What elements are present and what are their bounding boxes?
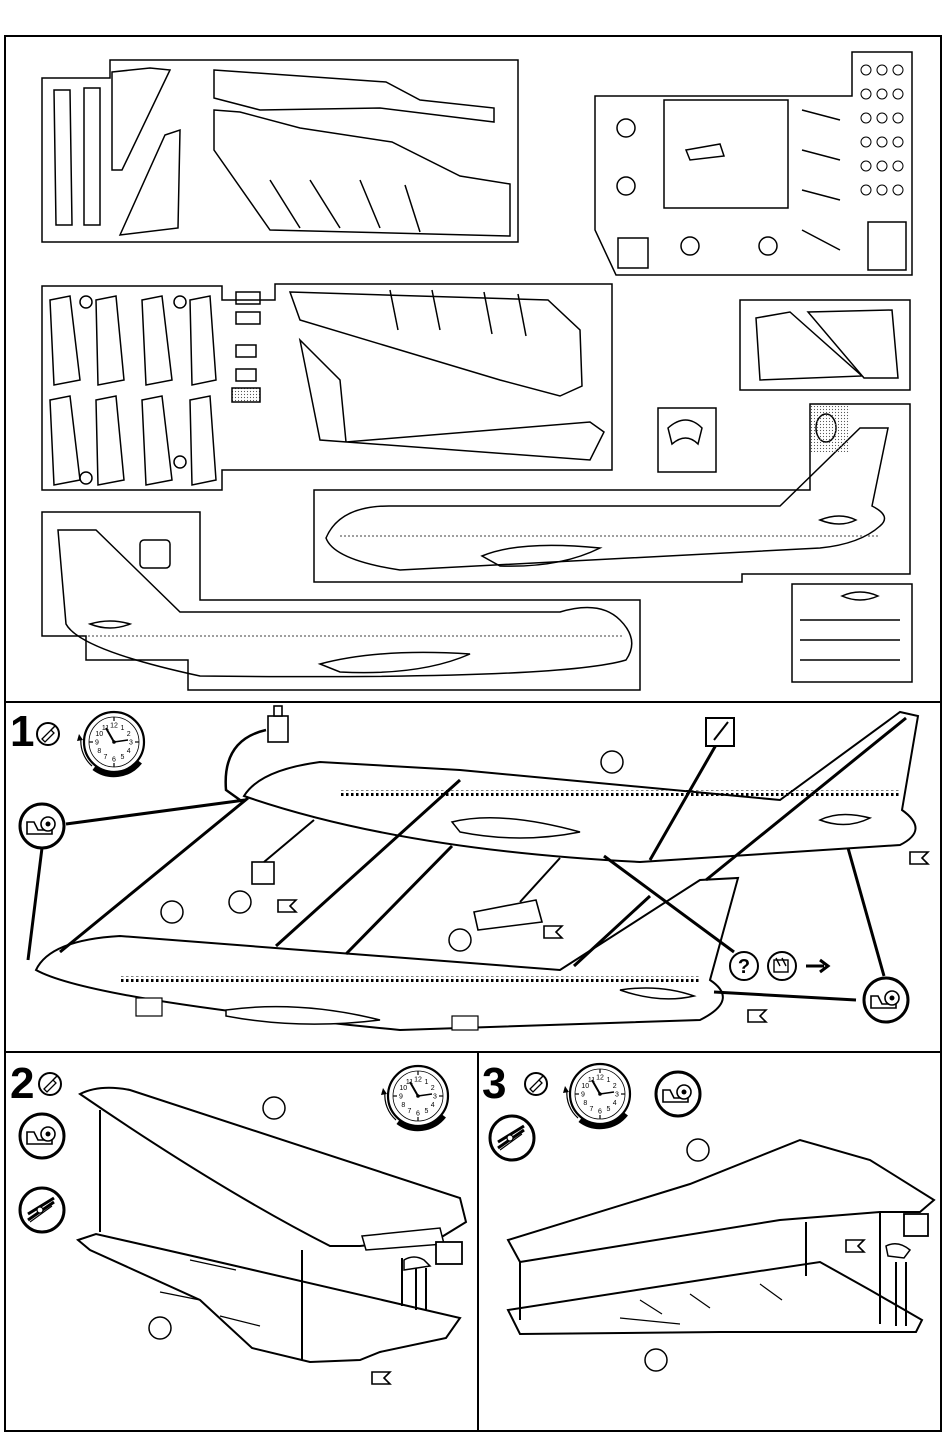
sprue-fuselage-left — [42, 512, 640, 690]
clock-numeral: 6 — [112, 757, 116, 764]
flag-marker-icon — [278, 900, 296, 912]
sprue-engines — [595, 52, 912, 275]
sprue-stabilizer — [740, 300, 910, 390]
gear-bay-part — [449, 858, 562, 951]
clock-numeral: 4 — [613, 1100, 617, 1107]
clock-numeral: 10 — [399, 1085, 407, 1092]
svg-text:?: ? — [738, 956, 750, 978]
clock-numeral: 6 — [598, 1109, 602, 1116]
tape-dispenser-icon — [20, 1114, 64, 1158]
part-callout — [601, 751, 623, 773]
flag-marker-icon — [846, 1240, 864, 1252]
clock-numeral: 2 — [127, 731, 131, 738]
sprue-small-part — [658, 408, 716, 472]
clock-numeral: 11 — [588, 1077, 595, 1084]
clock-numeral: 6 — [416, 1111, 420, 1118]
sprue-details — [792, 584, 912, 682]
clock-numeral: 12 — [110, 723, 118, 730]
weight-icon — [268, 706, 288, 742]
clock-numeral: 5 — [607, 1106, 611, 1113]
fuselage-half-top — [244, 712, 918, 862]
part-callout — [161, 901, 183, 923]
sprue-wing-upper — [42, 60, 518, 242]
flag-marker-icon — [748, 1010, 766, 1022]
clock-numeral: 11 — [102, 725, 109, 732]
tape-dispenser-icon — [864, 978, 908, 1022]
clock-numeral: 4 — [431, 1102, 435, 1109]
clock-numeral: 10 — [581, 1083, 589, 1090]
step-number: 2 — [10, 1059, 34, 1108]
flag-marker-icon — [372, 1372, 390, 1384]
clock-numeral: 4 — [127, 748, 131, 755]
clock-numeral: 5 — [425, 1108, 429, 1115]
paint-icon — [768, 952, 796, 980]
sprue-wing-lower — [42, 284, 612, 490]
clock-numeral: 7 — [590, 1106, 594, 1113]
clock-numeral: 9 — [399, 1094, 403, 1101]
clock-numeral: 9 — [581, 1092, 585, 1099]
clock-numeral: 2 — [613, 1083, 617, 1090]
flag-marker-icon — [544, 926, 562, 938]
clock-numeral: 3 — [433, 1094, 437, 1101]
clock-numeral: 12 — [414, 1077, 422, 1084]
clock-numeral: 11 — [406, 1079, 413, 1086]
clock-numeral: 3 — [615, 1092, 619, 1099]
parts-sprues — [42, 52, 912, 690]
flag-marker-icon — [910, 852, 928, 864]
paint-brush-icon — [706, 718, 734, 746]
step-number: 1 — [10, 707, 34, 756]
clock-numeral: 1 — [121, 725, 125, 732]
tape-dispenser-icon — [656, 1072, 700, 1116]
glue-tube-icon — [525, 1073, 547, 1095]
clamp-icon — [490, 1116, 534, 1160]
glue-tube-icon — [37, 723, 59, 745]
question-icon: ? — [730, 952, 758, 980]
gear-bay-part — [229, 820, 314, 913]
glue-tube-icon — [39, 1073, 61, 1095]
clock-numeral: 10 — [95, 731, 103, 738]
clock-numeral: 2 — [431, 1085, 435, 1092]
wing-lower-half — [78, 1234, 460, 1384]
step-number: 3 — [482, 1059, 506, 1108]
outer-border — [5, 36, 941, 1431]
arrow-icon — [806, 960, 828, 972]
tape-dispenser-icon — [20, 804, 64, 848]
engine-pylon-part — [886, 1214, 928, 1258]
clock-numeral: 7 — [408, 1108, 412, 1115]
clock-numeral: 1 — [425, 1079, 429, 1086]
clock-numeral: 9 — [95, 740, 99, 747]
fuselage-half-bottom — [36, 878, 738, 1030]
clock-numeral: 3 — [129, 740, 133, 747]
wing-upper-half — [508, 1139, 934, 1262]
clock-numeral: 7 — [104, 754, 108, 761]
wing-lower-half — [508, 1240, 922, 1371]
clock-numeral: 8 — [97, 748, 101, 755]
clock-numeral: 1 — [607, 1077, 611, 1084]
clock-numeral: 8 — [583, 1100, 587, 1107]
clock-numeral: 12 — [596, 1075, 604, 1082]
clock-numeral: 8 — [401, 1102, 405, 1109]
clock-numeral: 5 — [121, 754, 125, 761]
clamp-icon — [20, 1188, 64, 1232]
